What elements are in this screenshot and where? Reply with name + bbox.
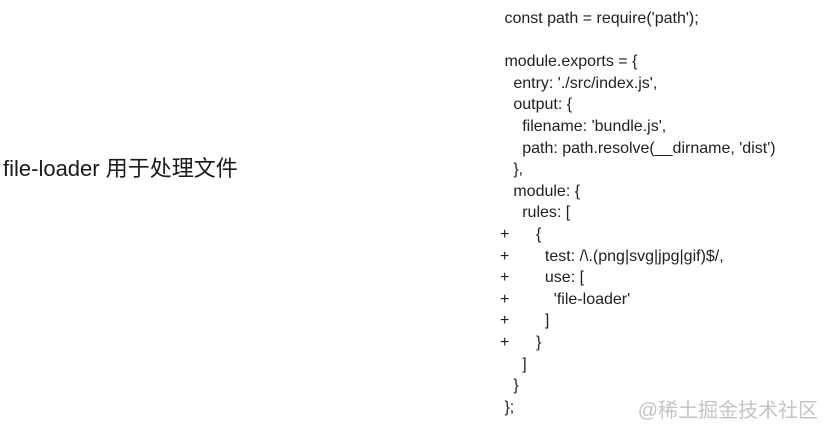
code-line: }	[500, 377, 519, 395]
code-line: entry: './src/index.js',	[500, 74, 658, 92]
code-line: path: path.resolve(__dirname, 'dist')	[500, 139, 776, 157]
code-line: module.exports = {	[500, 53, 638, 71]
code-block: const path = require('path'); module.exp…	[500, 8, 776, 418]
code-line: };	[500, 398, 515, 416]
watermark-text: @稀土掘金技术社区	[637, 400, 818, 422]
code-line-added: + use: [	[500, 269, 585, 287]
code-line: },	[500, 161, 524, 179]
code-line: module: {	[500, 182, 581, 200]
code-line	[500, 30, 776, 52]
code-line-added: + 'file-loader'	[500, 290, 631, 308]
code-line-added: + {	[500, 225, 542, 243]
code-line: const path = require('path');	[500, 10, 699, 27]
caption-text: file-loader 用于处理文件	[3, 156, 238, 181]
code-line-added: + }	[500, 333, 542, 351]
code-line: filename: 'bundle.js',	[500, 117, 667, 135]
code-line: ]	[500, 355, 527, 373]
code-line: output: {	[500, 96, 573, 114]
code-line-added: + ]	[500, 312, 550, 330]
code-line-added: + test: /\.(png|svg|jpg|gif)$/,	[500, 247, 724, 265]
code-line: rules: [	[500, 204, 571, 222]
